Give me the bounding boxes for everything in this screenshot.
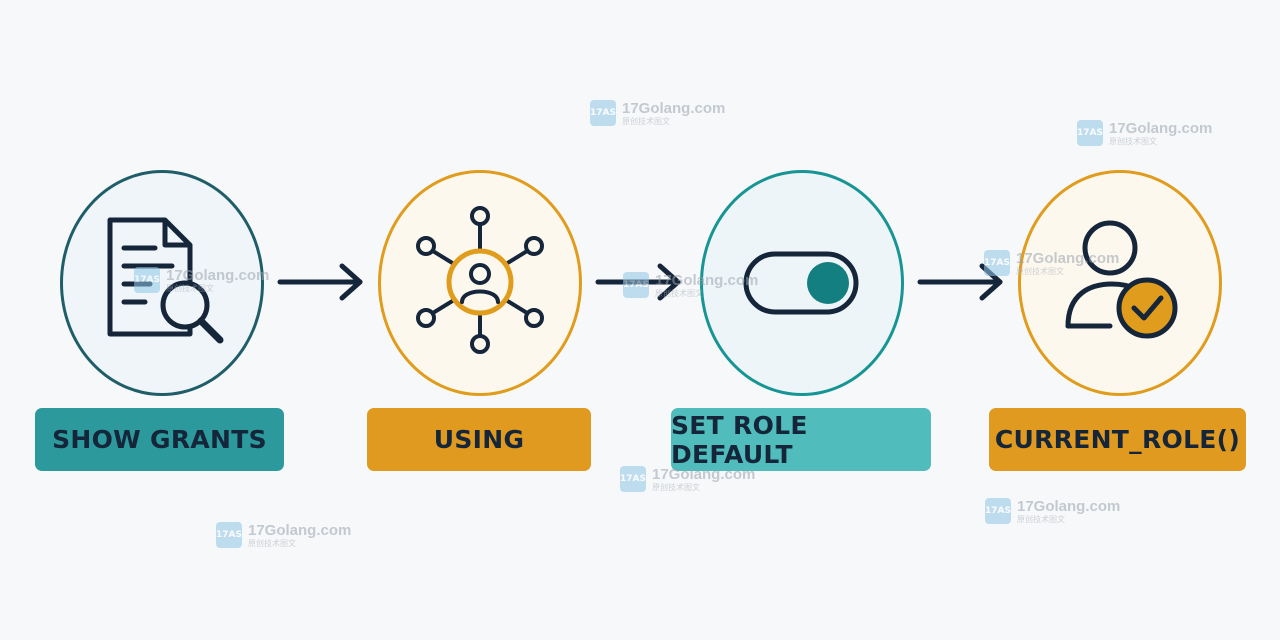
watermark: 17AS 17Golang.com 原创技术图文 [134, 267, 269, 293]
toggle-switch-icon [743, 251, 859, 315]
watermark: 17AS 17Golang.com 原创技术图文 [985, 498, 1120, 524]
network-user-icon [416, 206, 544, 354]
watermark-logo-icon: 17AS [590, 100, 616, 126]
watermark-logo-icon: 17AS [134, 267, 160, 293]
arrow-right-icon [277, 263, 363, 301]
watermark-logo-icon: 17AS [620, 466, 646, 492]
step-2-label: USING [367, 408, 591, 471]
watermark-subtext: 原创技术图文 [248, 538, 296, 548]
watermark: 17AS 17Golang.com 原创技术图文 [590, 100, 725, 126]
watermark-subtext: 原创技术图文 [166, 283, 214, 293]
watermark-subtext: 原创技术图文 [655, 288, 703, 298]
step-3-label: SET ROLE DEFAULT [671, 408, 931, 471]
watermark-subtext: 原创技术图文 [1017, 514, 1065, 524]
watermark-logo-icon: 17AS [623, 272, 649, 298]
watermark-text: 17Golang.com [622, 99, 726, 117]
watermark: 17AS 17Golang.com 原创技术图文 [984, 250, 1119, 276]
watermark-logo-icon: 17AS [1077, 120, 1103, 146]
watermark-text: 17Golang.com [1017, 497, 1121, 515]
watermark-logo-icon: 17AS [985, 498, 1011, 524]
watermark-text: 17Golang.com [166, 266, 270, 284]
document-search-icon [107, 217, 224, 344]
watermark: 17AS 17Golang.com 原创技术图文 [620, 466, 755, 492]
watermark: 17AS 17Golang.com 原创技术图文 [216, 522, 351, 548]
watermark-logo-icon: 17AS [216, 522, 242, 548]
watermark-subtext: 原创技术图文 [652, 482, 700, 492]
watermark-text: 17Golang.com [655, 271, 759, 289]
step-1-circle [60, 170, 264, 396]
user-check-icon [1065, 220, 1178, 339]
watermark-subtext: 原创技术图文 [622, 116, 670, 126]
watermark: 17AS 17Golang.com 原创技术图文 [1077, 120, 1212, 146]
watermark-text: 17Golang.com [1109, 119, 1213, 137]
step-1-label: SHOW GRANTS [35, 408, 284, 471]
step-4-label: CURRENT_ROLE() [989, 408, 1246, 471]
watermark-text: 17Golang.com [1016, 249, 1120, 267]
watermark-logo-icon: 17AS [984, 250, 1010, 276]
step-3-circle [700, 170, 904, 396]
watermark-text: 17Golang.com [248, 521, 352, 539]
watermark-subtext: 原创技术图文 [1109, 136, 1157, 146]
watermark: 17AS 17Golang.com 原创技术图文 [623, 272, 758, 298]
watermark-text: 17Golang.com [652, 465, 756, 483]
watermark-subtext: 原创技术图文 [1016, 266, 1064, 276]
